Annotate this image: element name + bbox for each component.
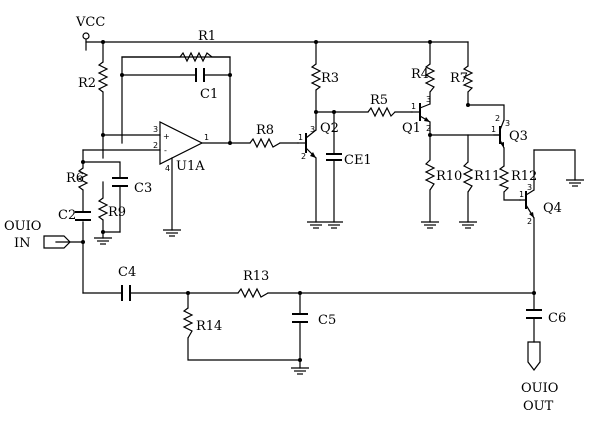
ground-icon: [325, 221, 343, 229]
resistor-r2: R2: [78, 61, 109, 93]
transistor-q2: 1 3 2 Q2: [297, 121, 339, 161]
ce1-label: CE1: [344, 153, 372, 168]
wires: [55, 39, 576, 369]
r2-label: R2: [78, 76, 96, 91]
output-port-label-1: OUIO: [521, 381, 558, 396]
resistor-r6: R6: [66, 167, 89, 191]
ground-symbols: [94, 179, 584, 375]
ground-icon: [94, 237, 112, 245]
q1-label: Q1: [402, 121, 421, 136]
r4-label: R4: [411, 67, 429, 82]
capacitor-c5: C5: [292, 313, 336, 328]
u1a-pin-2: 2: [153, 141, 158, 150]
junction-dots: [81, 40, 536, 362]
resistor-r10: R10: [424, 159, 462, 191]
u1a-pin-3: 3: [153, 125, 158, 134]
resistor-r13: R13: [237, 269, 269, 299]
opamp-u1a: + - 3 2 1 4 U1A: [153, 121, 209, 174]
resistor-r4: R4: [411, 63, 436, 93]
capacitor-ce1: CE1: [326, 153, 372, 168]
q4-pin-1: 1: [519, 190, 524, 199]
ground-icon: [291, 367, 309, 375]
q4-label: Q4: [543, 201, 562, 216]
r1-label: R1: [198, 29, 216, 44]
output-port-label-2: OUT: [523, 399, 554, 414]
input-port-label-2: IN: [14, 236, 31, 251]
r14-label: R14: [196, 319, 222, 334]
q1-pin-2: 2: [426, 124, 431, 133]
q3-pin-2: 2: [495, 114, 500, 123]
ground-icon: [163, 229, 181, 237]
transistor-q4: 1 3 2 Q4: [519, 183, 562, 226]
q2-pin-3: 3: [310, 125, 315, 134]
c2-label: C2: [58, 208, 76, 223]
r10-label: R10: [436, 169, 462, 184]
r12-label: R12: [511, 169, 537, 184]
ground-icon: [459, 221, 477, 229]
q4-pin-3: 3: [527, 183, 532, 192]
r3-label: R3: [321, 71, 339, 86]
input-port-label-1: OUIO: [4, 219, 41, 234]
u1a-pin-1: 1: [204, 133, 209, 142]
q3-pin-1: 1: [491, 125, 496, 134]
q2-pin-2: 2: [301, 152, 306, 161]
q4-pin-2: 2: [527, 217, 532, 226]
c5-label: C5: [318, 313, 336, 328]
capacitor-c2: C2: [58, 208, 91, 223]
q3-pin-3: 3: [505, 119, 510, 128]
r6-label: R6: [66, 171, 84, 186]
r13-label: R13: [243, 269, 269, 284]
resistor-r7: R7: [450, 65, 474, 93]
r11-label: R11: [474, 169, 500, 184]
vcc-terminal: VCC: [75, 15, 105, 40]
capacitor-c6: C6: [526, 309, 566, 326]
u1a-label: U1A: [176, 159, 205, 174]
resistor-r8: R8: [249, 123, 281, 149]
resistor-r9: R9: [97, 197, 126, 221]
q1-pin-3: 3: [426, 95, 431, 104]
c3-label: C3: [134, 181, 152, 196]
resistor-r1: R1: [179, 29, 216, 63]
output-port: OUIO OUT: [521, 341, 558, 414]
ground-icon: [307, 221, 325, 229]
r8-label: R8: [256, 123, 274, 138]
transistor-q3: 1 3 2 Q3: [491, 114, 528, 149]
c4-label: C4: [118, 265, 136, 280]
capacitor-c3: C3: [112, 177, 152, 196]
resistor-r5: R5: [367, 93, 396, 118]
vcc-label: VCC: [75, 15, 105, 30]
resistor-r3: R3: [310, 63, 339, 91]
q2-label: Q2: [320, 121, 339, 136]
c6-label: C6: [548, 311, 566, 326]
ground-icon: [421, 221, 439, 229]
resistor-r14: R14: [182, 307, 222, 339]
u1a-minus-sign: -: [164, 146, 167, 155]
u1a-pin-4: 4: [165, 164, 170, 173]
q1-pin-1: 1: [411, 102, 416, 111]
resistor-r12: R12: [498, 165, 537, 193]
q3-label: Q3: [509, 129, 528, 144]
r5-label: R5: [370, 93, 388, 108]
input-port: OUIO IN: [4, 219, 71, 251]
ground-icon: [566, 179, 584, 187]
c1-label: C1: [200, 87, 218, 102]
r9-label: R9: [108, 205, 126, 220]
capacitor-c1: C1: [195, 68, 218, 102]
resistor-r11: R11: [462, 161, 500, 193]
transistor-q1: 1 3 2 Q1: [402, 95, 431, 136]
capacitor-c4: C4: [118, 265, 136, 301]
q2-pin-1: 1: [298, 133, 303, 142]
r7-label: R7: [450, 71, 468, 86]
u1a-plus-sign: +: [163, 132, 170, 141]
